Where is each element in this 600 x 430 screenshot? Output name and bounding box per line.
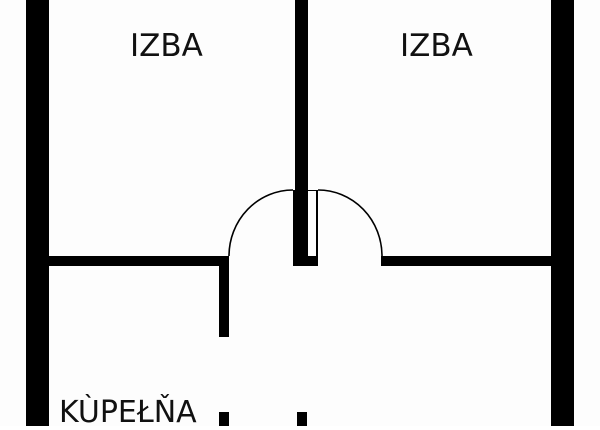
wall-stub-bottom-center	[297, 412, 307, 426]
outer-wall-left	[26, 0, 49, 426]
wall-horizontal-right	[381, 256, 552, 266]
door-leaf-left	[293, 190, 295, 258]
room-label-izba-left: IZBA	[130, 28, 203, 64]
room-label-izba-right: IZBA	[400, 28, 473, 64]
bathroom-wall-stub	[219, 256, 229, 337]
partition-wall-center	[295, 0, 308, 266]
door-swing-arc-right	[317, 189, 383, 257]
partition-wall-base	[293, 256, 318, 266]
wall-stub-bottom-left	[219, 412, 229, 426]
room-label-kupelna: KÙPEŁŇA	[59, 395, 197, 430]
door-swing-arc-left	[228, 189, 294, 257]
outer-wall-right	[551, 0, 574, 426]
door-leaf-right	[316, 190, 318, 258]
wall-horizontal-left	[48, 256, 229, 266]
